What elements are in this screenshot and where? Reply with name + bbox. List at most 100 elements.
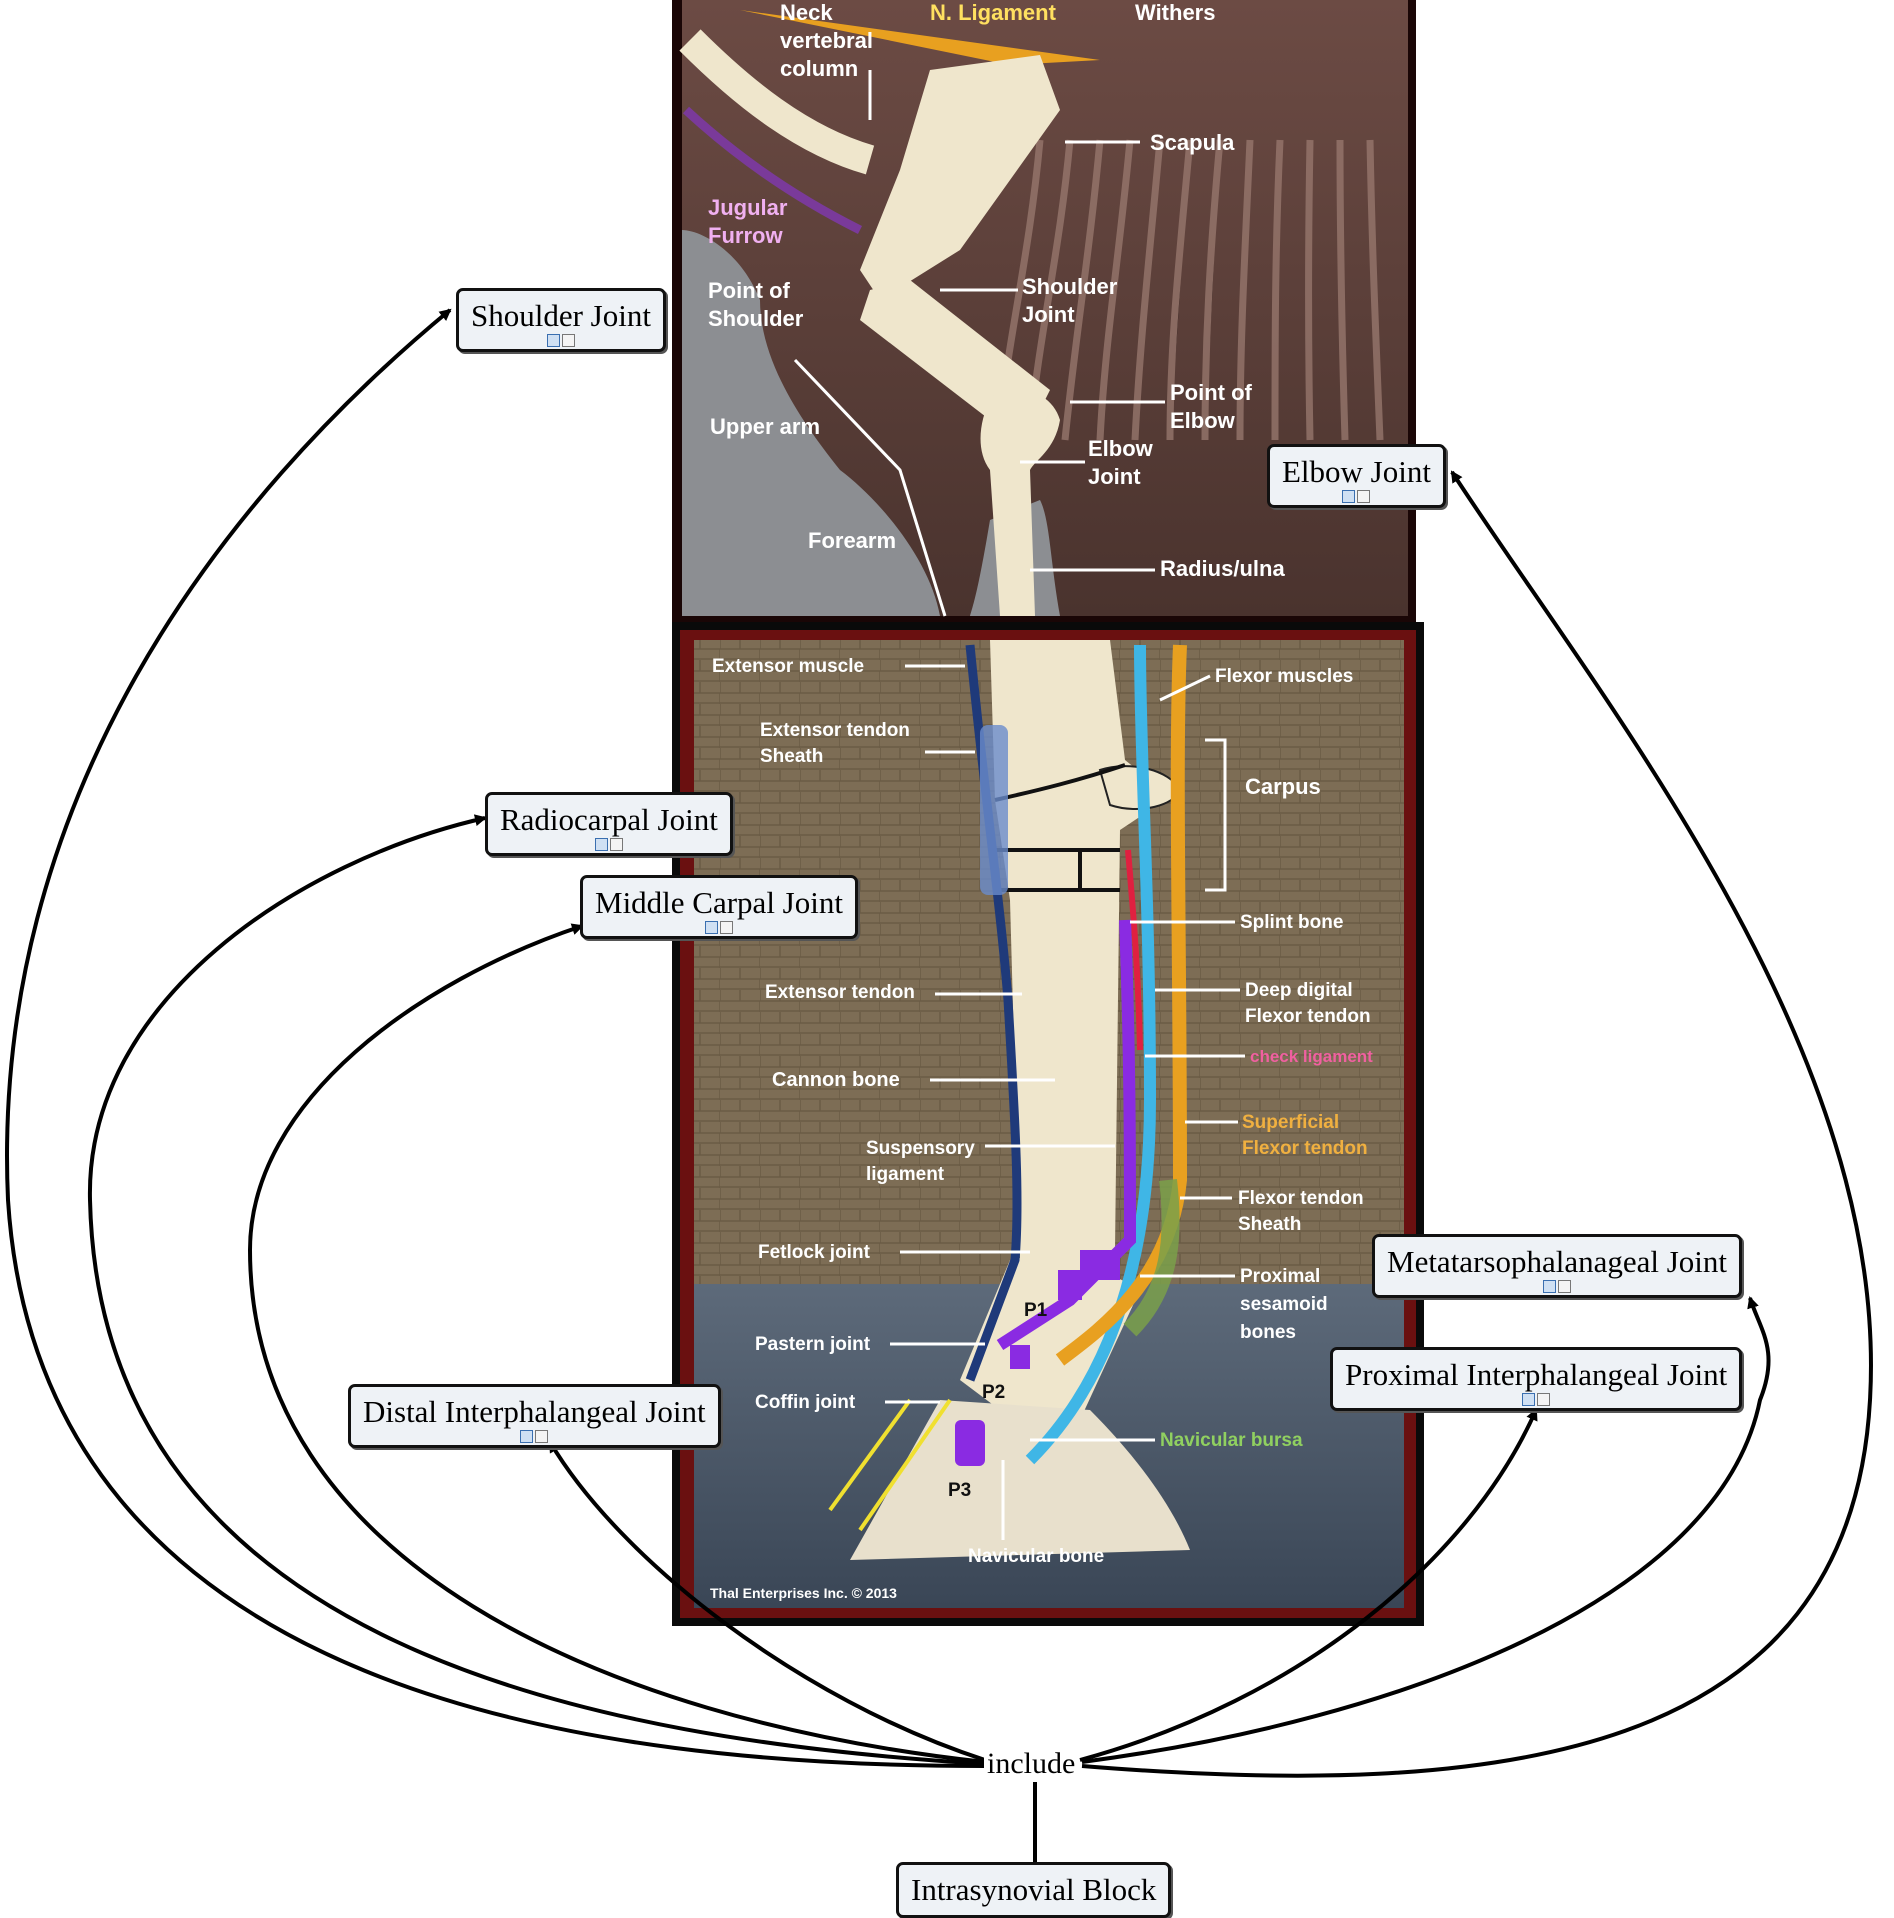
concept-resource-icons (1522, 1393, 1551, 1406)
label-superficial-2: Flexor tendon (1242, 1138, 1368, 1159)
label-upper-arm: Upper arm (710, 414, 820, 439)
concept-elbow-joint[interactable]: Elbow Joint (1267, 444, 1446, 508)
label-fetlock-joint: Fetlock joint (758, 1242, 871, 1263)
concept-resource-icons (704, 921, 733, 934)
document-resource-icon[interactable] (1357, 490, 1371, 503)
label-cannon-bone: Cannon bone (772, 1069, 900, 1091)
label-proximal-sesamoid-2: sesamoid (1240, 1294, 1328, 1315)
image-resource-icon[interactable] (1543, 1280, 1557, 1293)
label-proximal-sesamoid-3: bones (1240, 1322, 1296, 1343)
label-elbow-joint-1: Elbow (1088, 436, 1154, 461)
concept-label: Middle Carpal Joint (595, 885, 843, 920)
label-withers: Withers (1135, 0, 1215, 25)
label-column: column (780, 56, 858, 81)
lower-anatomy-image: Extensor muscle Flexor muscles Extensor … (672, 622, 1424, 1626)
label-shoulder-joint-2: Joint (1022, 302, 1075, 327)
label-flexor-sheath-1: Flexor tendon (1238, 1188, 1364, 1209)
concept-links (5, 308, 1873, 1864)
label-extensor-tendon: Extensor tendon (765, 982, 915, 1003)
label-navicular-bone: Navicular bone (968, 1546, 1104, 1567)
document-resource-icon[interactable] (719, 921, 733, 934)
concept-resource-icons (546, 334, 575, 347)
lower-pointer-lines (885, 664, 1245, 1540)
superficial-flexor (1055, 644, 1188, 1366)
label-jugular: Jugular (708, 195, 788, 220)
label-credit: Thal Enterprises Inc. © 2013 (710, 1585, 897, 1601)
document-resource-icon[interactable] (1558, 1280, 1572, 1293)
label-carpus: Carpus (1245, 774, 1321, 799)
label-deep-digital-1: Deep digital (1245, 980, 1353, 1001)
extensor-tendon-sheath (980, 725, 1008, 895)
label-superficial-1: Superficial (1242, 1112, 1339, 1133)
concept-resource-icons (1342, 490, 1371, 503)
concept-label: Elbow Joint (1282, 454, 1431, 489)
concept-resource-icons (520, 1430, 549, 1443)
concept-shoulder-joint[interactable]: Shoulder Joint (456, 288, 666, 352)
scapula-bone (860, 55, 1060, 300)
link-distal-ip (548, 1440, 986, 1762)
check-ligament (1125, 849, 1143, 1051)
label-pastern-joint: Pastern joint (755, 1334, 871, 1355)
label-flexor-muscles: Flexor muscles (1215, 666, 1353, 687)
concept-distal-interphalangeal-joint[interactable]: Distal Interphalangeal Joint (348, 1384, 721, 1448)
label-point-of-shoulder-1: Point of (708, 278, 791, 303)
label-point-of-elbow-2: Elbow (1170, 408, 1236, 433)
link-metatarsophalangeal (1081, 1296, 1771, 1764)
upper-anatomy-image: Neck vertebral column N. Ligament Wither… (672, 0, 1416, 622)
concept-metatarsophalangeal-joint[interactable]: Metatarsophalanageal Joint (1372, 1234, 1743, 1298)
label-deep-digital-2: Flexor tendon (1245, 1006, 1371, 1027)
label-forearm: Forearm (808, 528, 896, 553)
concept-middle-carpal-joint[interactable]: Middle Carpal Joint (580, 875, 858, 939)
deep-digital-flexor (1025, 644, 1157, 1465)
flexor-tendon-sheath (1123, 1178, 1180, 1337)
concept-resource-icons (594, 838, 623, 851)
label-scapula: Scapula (1150, 130, 1235, 155)
label-splint-bone: Splint bone (1240, 912, 1343, 933)
document-resource-icon[interactable] (535, 1430, 549, 1443)
radius-ulna-bone (980, 388, 1060, 616)
concept-label: Proximal Interphalangeal Joint (1345, 1357, 1728, 1392)
document-resource-icon[interactable] (1537, 1393, 1551, 1406)
vertebral-column (679, 29, 875, 175)
fetlock-joint-capsule (1080, 1250, 1120, 1280)
label-p2: P2 (982, 1382, 1005, 1403)
label-p1: P1 (1024, 1300, 1048, 1321)
link-middle-carpal (247, 923, 986, 1764)
label-point-of-shoulder-2: Shoulder (708, 306, 804, 331)
concept-label: Intrasynovial Block (911, 1872, 1157, 1907)
label-navicular-bursa: Navicular bursa (1160, 1430, 1303, 1451)
hoof-wall-lines (828, 1398, 952, 1532)
link-elbow (1081, 470, 1873, 1778)
image-resource-icon[interactable] (594, 838, 608, 851)
image-resource-icon[interactable] (1342, 490, 1356, 503)
label-flexor-sheath-2: Sheath (1238, 1214, 1301, 1235)
image-resource-icon[interactable] (546, 334, 560, 347)
document-resource-icon[interactable] (609, 838, 623, 851)
label-proximal-sesamoid-1: Proximal (1240, 1266, 1320, 1287)
label-radius-ulna: Radius/ulna (1160, 556, 1285, 581)
label-point-of-elbow-1: Point of (1170, 380, 1253, 405)
jugular-vein (682, 106, 863, 235)
label-extensor-sheath-1: Extensor tendon (760, 720, 910, 741)
document-resource-icon[interactable] (561, 334, 575, 347)
concept-radiocarpal-joint[interactable]: Radiocarpal Joint (485, 792, 733, 856)
concept-label: Radiocarpal Joint (500, 802, 718, 837)
label-coffin-joint: Coffin joint (755, 1392, 856, 1413)
linking-phrase-include[interactable]: include (984, 1748, 1079, 1780)
link-shoulder (5, 308, 986, 1768)
fetlock-joint-capsule-2 (1058, 1270, 1082, 1300)
carpal-joint-lines (994, 763, 1126, 892)
concept-intrasynovial-block[interactable]: Intrasynovial Block (896, 1862, 1172, 1918)
concept-proximal-interphalangeal-joint[interactable]: Proximal Interphalangeal Joint (1330, 1347, 1743, 1411)
label-n-ligament: N. Ligament (930, 0, 1057, 25)
image-resource-icon[interactable] (520, 1430, 534, 1443)
label-extensor-muscle: Extensor muscle (712, 656, 864, 677)
label-extensor-sheath-2: Sheath (760, 746, 823, 767)
suspensory-ligament (996, 919, 1137, 1351)
link-proximal-ip (1079, 1408, 1538, 1762)
label-p3: P3 (948, 1480, 971, 1501)
image-resource-icon[interactable] (704, 921, 718, 934)
link-radiocarpal (87, 814, 986, 1766)
image-resource-icon[interactable] (1522, 1393, 1536, 1406)
